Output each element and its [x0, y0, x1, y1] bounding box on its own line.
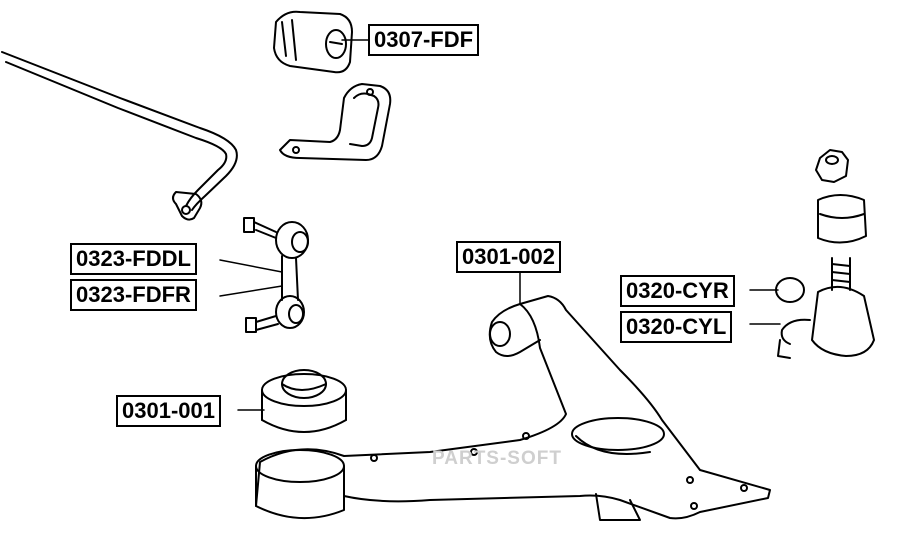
label-0301-002: 0301-002: [456, 241, 561, 273]
stabilizer-bar: [1, 51, 238, 221]
ball-joint: [775, 149, 875, 359]
label-0301-001: 0301-001: [116, 395, 221, 427]
stabilizer-link: [243, 217, 309, 333]
label-0320-cyl: 0320-CYL: [620, 311, 733, 343]
label-0320-cyr: 0320-CYR: [620, 275, 735, 307]
watermark: PARTS-SOFT: [432, 448, 562, 469]
leader-lines: [219, 39, 781, 411]
arm-bushing: [261, 369, 347, 433]
lower-control-arm: [255, 295, 771, 521]
label-0323-fdfr: 0323-FDFR: [70, 279, 197, 311]
label-0323-fddl: 0323-FDDL: [70, 243, 197, 275]
stabilizer-bushing: [273, 10, 353, 74]
label-0307-fdf: 0307-FDF: [368, 24, 480, 56]
bushing-bracket: [279, 83, 392, 161]
